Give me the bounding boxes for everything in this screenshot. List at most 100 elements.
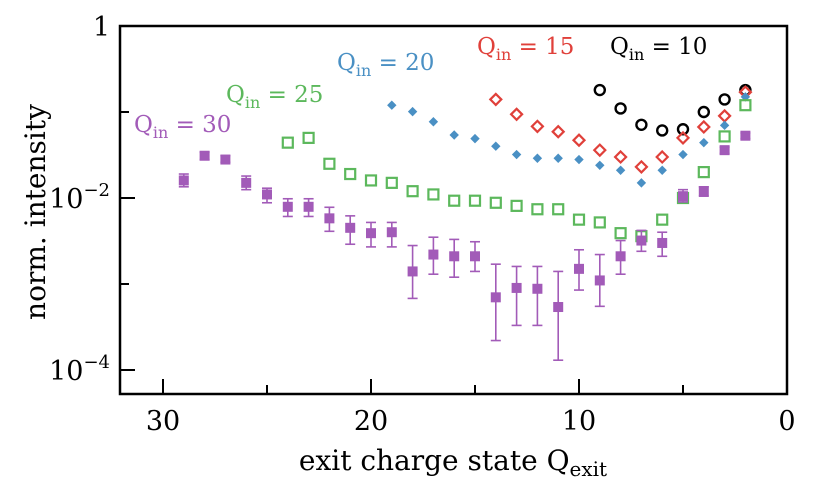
data-point: [615, 165, 626, 175]
data-point: [614, 102, 627, 115]
series-label-0: Qin = 10: [610, 34, 707, 64]
data-point: [717, 108, 732, 123]
data-point: [678, 149, 688, 160]
data-point: [592, 143, 607, 158]
y-tick-label: 1: [93, 12, 110, 43]
data-point: [718, 130, 731, 143]
x-axis-title: exit charge state Qexit: [299, 444, 607, 481]
data-point: [428, 117, 439, 127]
data-point: [614, 227, 627, 240]
data-point: [636, 178, 647, 188]
data-point: [449, 130, 459, 140]
data-point: [593, 216, 606, 229]
x-tick-label: 20: [354, 406, 388, 437]
axis-ticks: [120, 25, 788, 394]
data-point: [385, 176, 398, 189]
y-tick-base: 10: [49, 184, 83, 215]
data-point: [511, 282, 522, 293]
data-point: [657, 165, 667, 175]
series-label-symbol: Q: [477, 34, 496, 60]
data-point: [719, 145, 730, 156]
x-axis-title-sub: exit: [570, 457, 608, 481]
series-label-sub: in: [629, 45, 644, 64]
series-label-4: Qin = 30: [134, 112, 231, 142]
data-point: [613, 149, 628, 165]
y-tick-exp: −2: [83, 180, 110, 201]
data-point: [718, 93, 731, 106]
data-point: [656, 213, 669, 226]
series-label-symbol: Q: [226, 82, 245, 108]
data-point: [740, 130, 751, 141]
data-point: [594, 275, 605, 286]
y-tick-base: 1: [93, 12, 110, 43]
x-axis-title-text: exit charge state: [299, 444, 547, 477]
series-label-symbol: Q: [134, 112, 153, 138]
data-point: [593, 83, 606, 97]
series-4: [178, 130, 751, 362]
data-point: [281, 136, 294, 149]
plot-frame: [118, 24, 789, 396]
series-3: [281, 99, 752, 243]
data-point: [656, 124, 669, 137]
data-marks: [178, 83, 753, 362]
series-2: [387, 92, 751, 188]
data-point: [470, 133, 480, 144]
series-label-3: Qin = 25: [226, 82, 323, 112]
data-point: [552, 203, 565, 216]
data-point: [366, 228, 376, 239]
data-point: [199, 150, 210, 161]
data-point: [657, 237, 668, 248]
data-point: [303, 201, 314, 212]
series-label-rest: = 25: [260, 82, 323, 108]
data-point: [553, 302, 564, 313]
x-tick-label: 10: [562, 406, 596, 437]
data-point: [489, 196, 502, 209]
data-point: [490, 292, 501, 303]
series-label-rest: = 20: [371, 50, 434, 76]
data-point: [509, 107, 524, 122]
series-label-sub: in: [356, 61, 371, 80]
data-point: [220, 154, 231, 165]
data-point: [510, 199, 523, 212]
y-tick-base: 10: [49, 356, 83, 387]
series-0: [593, 83, 752, 137]
data-point: [407, 106, 418, 117]
data-point: [323, 157, 336, 170]
data-point: [262, 189, 272, 200]
y-tick-label: 10−2: [49, 180, 110, 215]
data-point: [699, 137, 709, 148]
y-tick-label: 10−4: [49, 352, 110, 387]
series-label-sub: in: [245, 93, 260, 112]
x-axis-title-symbol: Q: [547, 444, 570, 477]
series-label-symbol: Q: [610, 34, 629, 60]
data-point: [697, 166, 710, 179]
data-point: [553, 153, 563, 163]
data-point: [345, 222, 356, 233]
data-point: [675, 130, 691, 145]
series-1: [488, 85, 753, 174]
series-label-2: Qin = 20: [337, 50, 434, 80]
data-point: [511, 149, 522, 160]
data-point: [739, 99, 752, 112]
data-point: [572, 213, 586, 226]
data-point: [615, 251, 626, 262]
series-label-1: Qin = 15: [477, 34, 574, 64]
y-tick-exp: −4: [83, 352, 110, 373]
data-point: [282, 201, 293, 212]
data-point: [678, 191, 688, 202]
data-point: [634, 159, 649, 174]
data-point: [241, 177, 252, 188]
data-point: [428, 249, 439, 260]
x-tick-label: 0: [778, 406, 795, 437]
data-point: [696, 119, 711, 135]
data-point: [531, 203, 544, 216]
data-point: [532, 283, 543, 294]
series-label-sub: in: [496, 45, 511, 64]
data-point: [574, 263, 584, 274]
data-point: [386, 227, 397, 238]
data-point: [302, 131, 315, 144]
data-point: [178, 175, 189, 186]
